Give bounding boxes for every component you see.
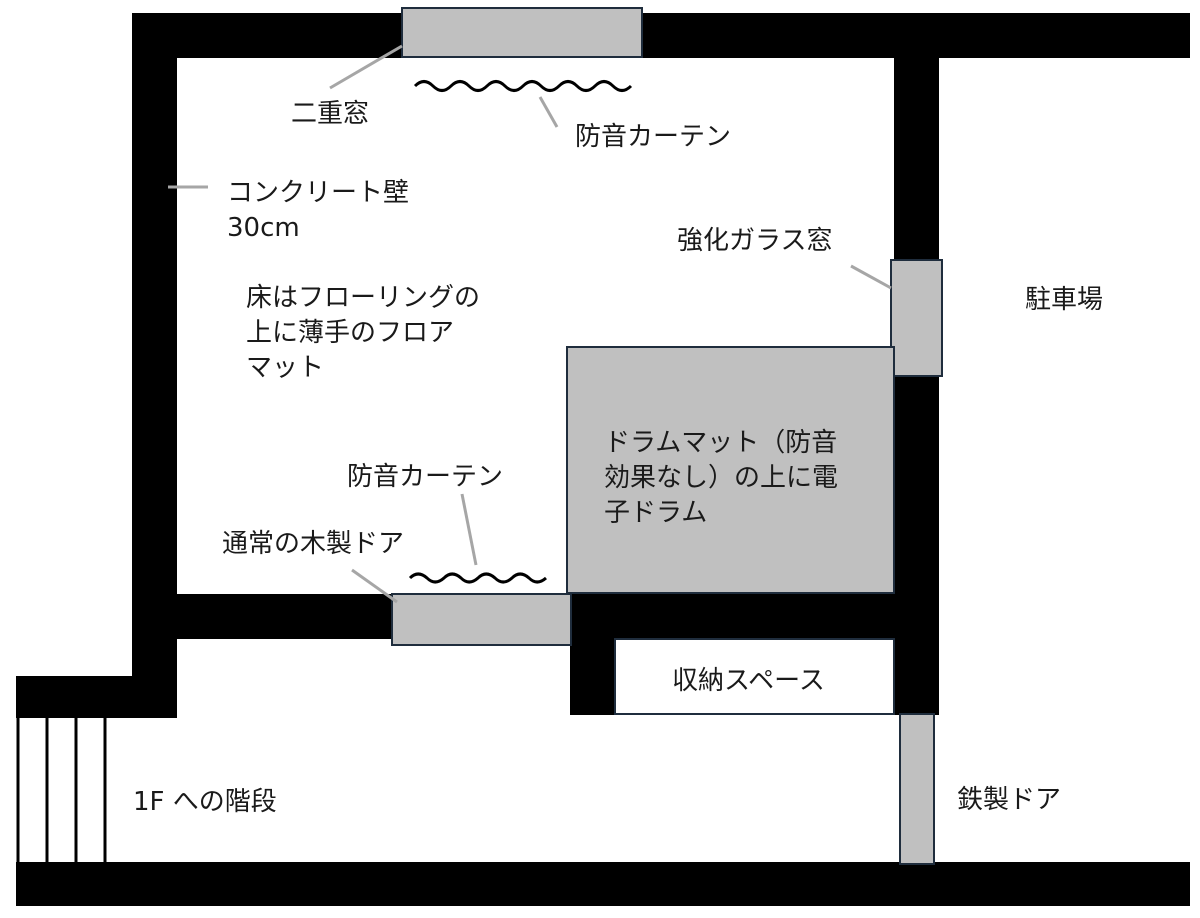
stairs bbox=[16, 718, 107, 862]
labels: 二重窓 防音カーテン コンクリート壁 30cm 強化ガラス窓 駐車場 床はフロー… bbox=[133, 99, 1103, 817]
drum-label-line2: 効果なし）の上に電 bbox=[604, 463, 838, 493]
floor-label-line1: 床はフローリングの bbox=[246, 283, 480, 313]
stairs-label: 1F への階段 bbox=[133, 787, 277, 817]
soundproof-curtain-bottom bbox=[408, 572, 547, 584]
floor-label-line2: 上に薄手のフロア bbox=[246, 318, 454, 348]
curtain-bottom-leader bbox=[460, 493, 478, 566]
soundproof-curtain-top bbox=[413, 80, 633, 92]
parking-label: 駐車場 bbox=[1025, 285, 1103, 315]
double-window-label: 二重窓 bbox=[291, 99, 369, 129]
tempered-glass-window-label: 強化ガラス窓 bbox=[677, 226, 832, 256]
stair-landing-wall bbox=[16, 676, 177, 718]
tempered-glass-leader bbox=[850, 264, 892, 290]
floor-label-line3: マット bbox=[246, 353, 324, 383]
storage-space-box bbox=[614, 638, 895, 715]
drum-label-line3: 子ドラム bbox=[604, 498, 707, 528]
concrete-wall-label-line1: コンクリート壁 bbox=[227, 178, 409, 208]
wooden-door-leader bbox=[351, 568, 398, 604]
concrete-wall-label-line2: 30cm bbox=[227, 213, 300, 243]
bottom-wall bbox=[16, 862, 1190, 906]
top-wall bbox=[132, 13, 1190, 58]
tempered-glass-window bbox=[890, 259, 943, 377]
storage-left-wall bbox=[570, 594, 615, 715]
wooden-door bbox=[391, 593, 572, 646]
steel-door bbox=[899, 713, 935, 865]
soundproof-curtain-bottom-label: 防音カーテン bbox=[347, 462, 503, 492]
steel-door-label: 鉄製ドア bbox=[957, 785, 1061, 815]
soundproof-curtain-top-label: 防音カーテン bbox=[575, 122, 731, 152]
drum-mat bbox=[566, 346, 895, 594]
double-window bbox=[401, 7, 643, 58]
drum-label-line1: ドラムマット（防音 bbox=[604, 428, 837, 458]
wooden-door-label: 通常の木製ドア bbox=[222, 529, 404, 559]
curtain-top-leader bbox=[538, 96, 559, 128]
storage-label: 収納スペース bbox=[672, 666, 825, 696]
leader-lines bbox=[168, 44, 892, 604]
double-window-leader bbox=[329, 44, 403, 90]
storage-space bbox=[614, 638, 895, 715]
